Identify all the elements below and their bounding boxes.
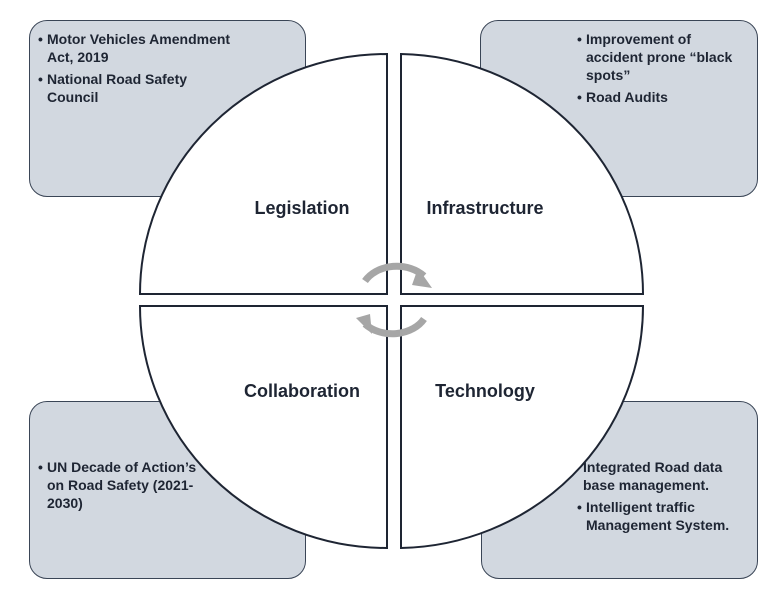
list-item: Intelligent traffic Management System. bbox=[577, 498, 757, 534]
technology-bullets: Integrated Road data base management. In… bbox=[577, 458, 757, 538]
collaboration-bullets: UN Decade of Action’s on Road Safety (20… bbox=[38, 458, 213, 516]
infrastructure-bullets: Improvement of accident prone “black spo… bbox=[577, 30, 747, 110]
list-item: UN Decade of Action’s on Road Safety (20… bbox=[38, 458, 213, 512]
legislation-bullets: Motor Vehicles Amendment Act, 2019 Natio… bbox=[38, 30, 238, 110]
list-item: Integrated Road data base management. bbox=[583, 459, 723, 493]
collaboration-label: Collaboration bbox=[244, 381, 360, 401]
list-item: Road Audits bbox=[577, 88, 747, 106]
technology-label: Technology bbox=[435, 381, 535, 401]
list-item: National Road Safety Council bbox=[38, 70, 238, 106]
list-item: Motor Vehicles Amendment Act, 2019 bbox=[38, 30, 238, 66]
legislation-label: Legislation bbox=[254, 198, 349, 218]
list-item: Improvement of accident prone “black spo… bbox=[577, 30, 747, 84]
infrastructure-quadrant bbox=[400, 52, 645, 295]
legislation-quadrant bbox=[138, 52, 388, 295]
technology-quadrant bbox=[400, 305, 645, 550]
infrastructure-label: Infrastructure bbox=[426, 198, 543, 218]
